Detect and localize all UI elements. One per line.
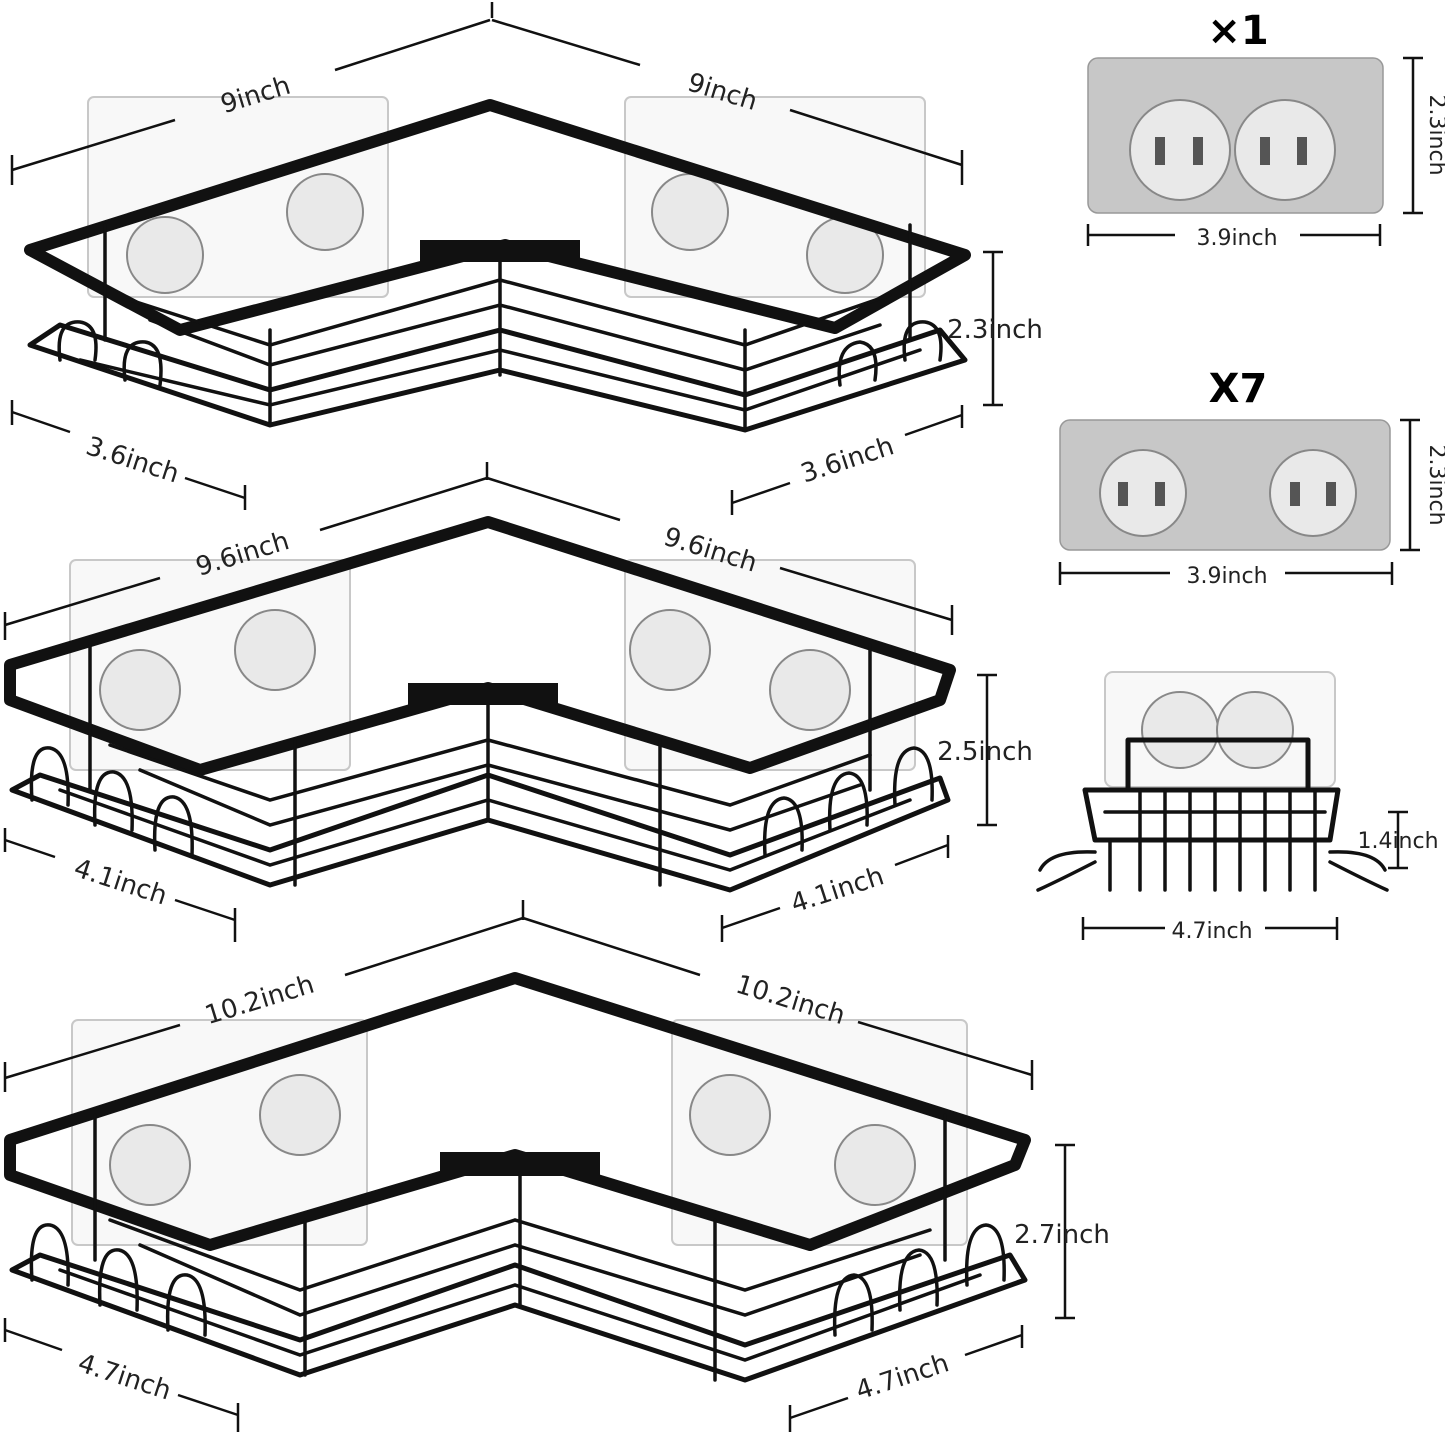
shelf-2-height: 2.5inch: [937, 737, 1033, 767]
hook-loop-icon: [827, 771, 869, 832]
soap-holder-basket: [1082, 787, 1341, 843]
hook-loop-icon: [832, 1273, 874, 1337]
hook-loop-icon: [29, 1223, 70, 1287]
clip-slot: [1193, 137, 1203, 165]
hook-loop-icon: [902, 320, 943, 362]
suction-cup-icon: [834, 1124, 916, 1206]
clip-slot: [1155, 137, 1165, 165]
hook-loop-icon: [122, 340, 163, 387]
shelf-1-depth-left: 3.6inch: [82, 431, 182, 489]
shelf-3-depth-left: 4.7inch: [74, 1348, 174, 1406]
hook-loop-icon: [892, 746, 934, 807]
corner-shelf-large: [4, 972, 1031, 1383]
clip-slot: [1297, 137, 1307, 165]
suction-cup-icon: [689, 1074, 771, 1156]
hook-loop-icon: [762, 796, 804, 857]
suction-cup-icon: [1216, 691, 1294, 769]
hook-small-width: 3.9inch: [1186, 564, 1267, 589]
corner-shelf-small: [24, 96, 971, 433]
hook-large-height: 2.3inch: [1424, 94, 1445, 175]
corner-joint: [420, 240, 580, 262]
shelf-basket-base: [9, 772, 951, 893]
corner-shelf-medium: [4, 516, 956, 893]
hook-small-quantity: X7: [1209, 366, 1268, 412]
adhesive-hook-small: X7 2.3inch 3.9inch: [1058, 366, 1445, 589]
shelf-basket-base: [9, 1252, 1028, 1383]
hook-loop-icon: [97, 1248, 139, 1312]
suction-cup-icon: [286, 173, 364, 251]
suction-cup-icon: [1129, 99, 1231, 201]
shelf-3-height: 2.7inch: [1014, 1220, 1110, 1250]
shelf-basket-base: [27, 322, 968, 433]
hook-loop-icon: [837, 340, 878, 387]
hook-large-quantity: ×1: [1207, 8, 1268, 54]
basket-wire: [58, 788, 912, 872]
clip-slot: [1155, 482, 1165, 506]
soap-holder-height: 1.4inch: [1357, 829, 1438, 854]
basket-wire: [58, 1268, 982, 1362]
suction-cup-icon: [109, 1124, 191, 1206]
hook-large-width: 3.9inch: [1196, 226, 1277, 251]
suction-cup-icon: [259, 1074, 341, 1156]
hook-right-icon: [1328, 850, 1389, 892]
suction-cup-icon: [651, 173, 729, 251]
shelf-1-depth-right: 3.6inch: [797, 431, 897, 489]
hook-loop-icon: [57, 320, 98, 362]
suction-cup-icon: [769, 649, 851, 731]
clip-slot: [1260, 137, 1270, 165]
basket-wire: [108, 1218, 932, 1292]
shelf-3-depth-right: 4.7inch: [852, 1348, 952, 1406]
suction-cup-icon: [1234, 99, 1336, 201]
suction-cup-icon: [234, 609, 316, 691]
clip-slot: [1118, 482, 1128, 506]
suction-cup-icon: [126, 216, 204, 294]
suction-cup-icon: [99, 649, 181, 731]
clip-slot: [1290, 482, 1300, 506]
corner-joint: [440, 1152, 600, 1176]
hook-loop-icon: [29, 746, 70, 807]
adhesive-hook-large: ×1 2.3inch 3.9inch: [1086, 8, 1445, 251]
hook-loop-icon: [964, 1223, 1006, 1287]
soap-holder-back-rail: [1125, 737, 1311, 793]
hook-loop-icon: [152, 795, 194, 857]
shelf-top-rail: [4, 516, 956, 776]
clip-slot: [1326, 482, 1336, 506]
shelf-2-depth-right: 4.1inch: [787, 861, 887, 919]
hook-left-icon: [1036, 850, 1097, 892]
shelf-top-rail: [4, 972, 1031, 1251]
suction-cup-icon: [629, 609, 711, 691]
hook-loop-icon: [165, 1273, 207, 1337]
suction-cup-icon: [1099, 449, 1187, 537]
soap-holder: 1.4inch 4.7inch: [1036, 671, 1439, 944]
corner-joint: [408, 683, 558, 705]
hook-loop-icon: [897, 1248, 939, 1312]
basket-wire: [138, 1243, 922, 1317]
soap-holder-width: 4.7inch: [1171, 919, 1252, 944]
shelf-2-depth-left: 4.1inch: [70, 853, 170, 911]
hook-small-height: 2.3inch: [1424, 444, 1445, 525]
hook-loop-icon: [92, 770, 134, 832]
suction-cup-icon: [1269, 449, 1357, 537]
shelf-1-height: 2.3inch: [947, 315, 1043, 345]
suction-cup-icon: [1141, 691, 1219, 769]
